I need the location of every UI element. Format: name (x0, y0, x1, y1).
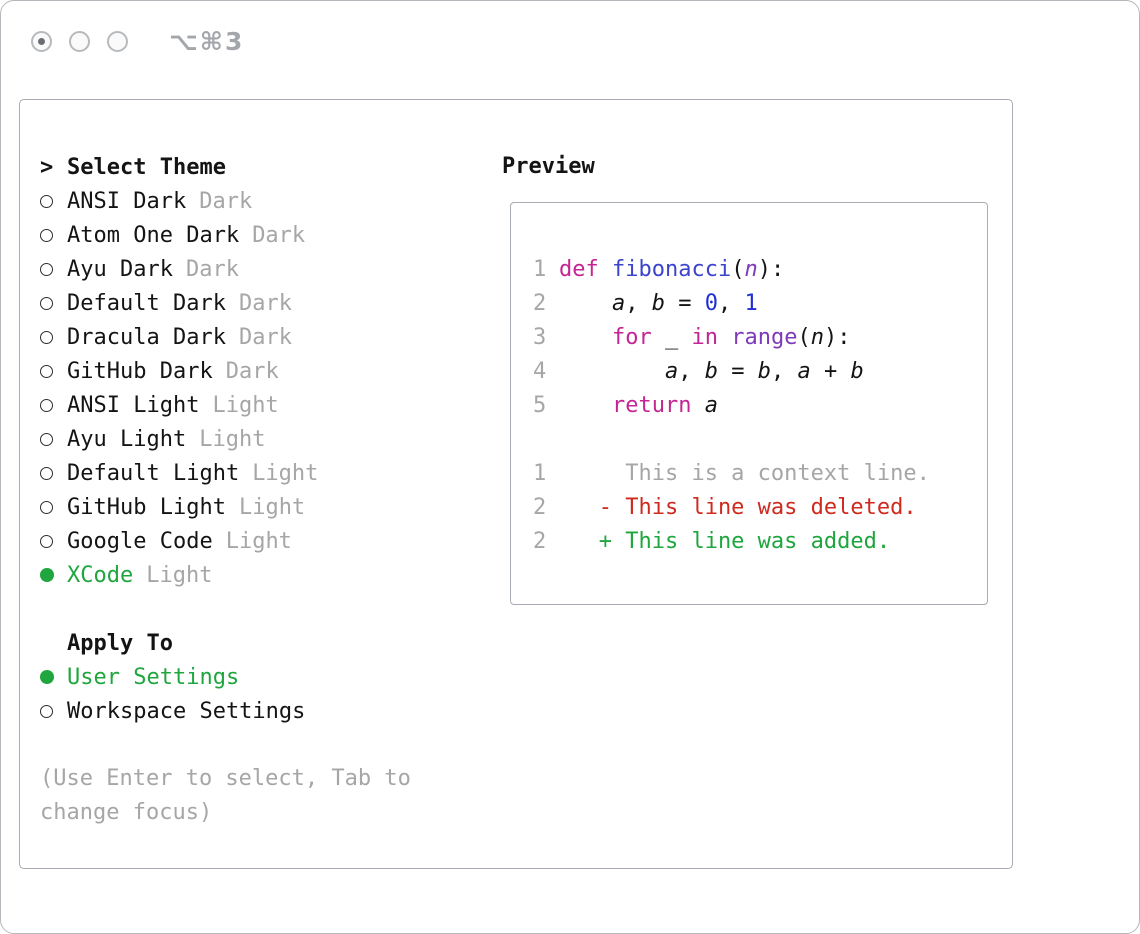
radio-icon (40, 432, 67, 446)
theme-variant: Dark (185, 256, 239, 282)
spacer (40, 592, 460, 626)
spacer (40, 728, 460, 762)
theme-option-atom-one-dark[interactable]: Atom One Dark Dark (40, 218, 460, 252)
theme-variant: Light (225, 528, 292, 554)
theme-variant: Dark (252, 222, 306, 248)
prompt-caret: > (40, 154, 54, 180)
window-button-active-dot (38, 38, 45, 45)
radio-icon (40, 296, 67, 310)
hint-text: (Use Enter to select, Tab to change focu… (40, 766, 411, 825)
keyboard-shortcut-label: ⌥⌘3 (169, 27, 245, 56)
radio-icon (40, 262, 67, 276)
theme-name: ANSI Light (67, 392, 200, 418)
theme-option-ansi-dark[interactable]: ANSI Dark Dark (40, 184, 460, 218)
theme-variant: Light (252, 460, 319, 486)
theme-name: Default Dark (67, 290, 226, 316)
code-line: 1 This is a context line. (533, 457, 979, 491)
line-number: 4 (533, 359, 547, 384)
window-button-minimize-icon[interactable] (69, 31, 90, 52)
radio-icon (40, 500, 67, 514)
radio-icon (40, 330, 67, 344)
apply-to-header: Apply To (40, 626, 460, 660)
theme-variant: Light (212, 392, 279, 418)
line-number: 1 (533, 461, 547, 486)
theme-option-dracula-dark[interactable]: Dracula Dark Dark (40, 320, 460, 354)
theme-name: Ayu Light (67, 426, 187, 452)
line-number: 3 (533, 325, 547, 350)
theme-name: Atom One Dark (67, 222, 240, 248)
select-theme-title: Select Theme (67, 154, 226, 180)
line-number: 2 (533, 529, 547, 554)
theme-name: XCode (67, 562, 134, 588)
select-theme-header: > Select Theme (40, 150, 460, 184)
theme-option-ansi-light[interactable]: ANSI Light Light (40, 388, 460, 422)
theme-option-github-light[interactable]: GitHub Light Light (40, 490, 460, 524)
theme-variant: Light (238, 494, 306, 520)
theme-variant: Light (199, 426, 266, 452)
preview-title: Preview (502, 154, 595, 179)
theme-name: ANSI Dark (67, 188, 187, 214)
window-button-close-icon[interactable] (31, 31, 52, 52)
radio-icon (40, 398, 67, 412)
apply-to-title: Apply To (67, 630, 173, 656)
radio-icon (40, 364, 67, 378)
radio-icon (40, 534, 67, 548)
code-line (533, 423, 979, 457)
radio-selected-icon (40, 670, 67, 684)
apply-option-label: User Settings (67, 664, 240, 690)
code-line: 5 return a (533, 389, 979, 423)
theme-option-github-dark[interactable]: GitHub Dark Dark (40, 354, 460, 388)
theme-variant: Light (146, 562, 213, 588)
radio-icon (40, 194, 67, 208)
code-line: 2 a, b = 0, 1 (533, 287, 979, 321)
radio-icon (40, 466, 67, 480)
theme-name: Google Code (67, 528, 213, 554)
apply-option-workspace-settings[interactable]: Workspace Settings (40, 694, 460, 728)
radio-icon (40, 228, 67, 242)
radio-selected-icon (40, 568, 67, 582)
theme-name: Ayu Dark (67, 256, 173, 282)
theme-option-default-light[interactable]: Default Light Light (40, 456, 460, 490)
code-line: 2 + This line was added. (533, 525, 979, 559)
theme-variant: Dark (225, 358, 279, 384)
apply-option-label: Workspace Settings (67, 698, 306, 724)
line-number: 1 (533, 257, 547, 282)
theme-option-ayu-dark[interactable]: Ayu Dark Dark (40, 252, 460, 286)
line-number: 2 (533, 291, 547, 316)
theme-name: GitHub Light (67, 494, 226, 520)
theme-option-xcode[interactable]: XCode Light (40, 558, 460, 592)
theme-option-ayu-light[interactable]: Ayu Light Light (40, 422, 460, 456)
line-number: 5 (533, 393, 547, 418)
theme-variant: Dark (199, 188, 253, 214)
theme-name: Dracula Dark (67, 324, 226, 350)
apply-option-user-settings[interactable]: User Settings (40, 660, 460, 694)
theme-variant: Dark (238, 324, 292, 350)
radio-icon (40, 704, 67, 718)
theme-name: Default Light (67, 460, 240, 486)
theme-variant: Dark (238, 290, 292, 316)
theme-option-default-dark[interactable]: Default Dark Dark (40, 286, 460, 320)
theme-option-google-code[interactable]: Google Code Light (40, 524, 460, 558)
code-line: 4 a, b = b, a + b (533, 355, 979, 389)
window-titlebar: ⌥⌘3 (31, 27, 244, 56)
line-number: 2 (533, 495, 547, 520)
code-line: 2 - This line was deleted. (533, 491, 979, 525)
code-line: 3 for _ in range(n): (533, 321, 979, 355)
window-button-zoom-icon[interactable] (107, 31, 128, 52)
theme-name: GitHub Dark (67, 358, 213, 384)
